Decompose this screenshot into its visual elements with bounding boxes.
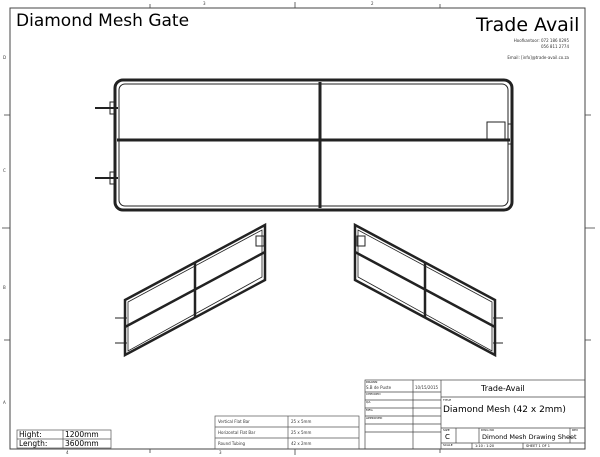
checked-label: CHECKED — [366, 392, 381, 396]
zone-label-top: 3 — [203, 1, 206, 6]
title-label: TITLE — [443, 398, 452, 402]
size-label: SIZE — [443, 428, 450, 432]
zone-label-left: C — [3, 168, 6, 173]
zone-label-left: A — [3, 400, 6, 405]
scale-value: 1:10 : 1:20 — [475, 444, 495, 448]
gate-iso-left — [115, 222, 267, 358]
company-email: Email: [info]@trade-avail.co.za — [507, 55, 569, 60]
material-size: 42 x 2mm — [291, 441, 312, 446]
company-phone-2: 056 811 2774 — [541, 44, 569, 49]
title-block-grid — [364, 379, 586, 450]
rev-label: REV — [572, 428, 579, 432]
dwg-no: Dimond Mesh Drawing Sheet — [482, 433, 577, 441]
material-size: 25 x 5mm — [291, 430, 312, 435]
dim-value-height: 1200mm — [65, 430, 99, 439]
dim-label-height: Hight: — [19, 430, 42, 439]
gate-front-view — [95, 78, 514, 212]
qa-label: QA — [366, 400, 371, 404]
company-name: Trade Avail — [476, 14, 580, 36]
material-name: Round Tubing — [218, 441, 246, 446]
drawn-date: 10/15/2015 — [415, 385, 439, 390]
sheet-border — [9, 7, 586, 450]
material-name: Vertical Flat Bar — [218, 419, 250, 424]
dim-label-length: Length: — [19, 439, 48, 448]
material-name: Horizontal Flat Bar — [218, 430, 256, 435]
material-size: 25 x 5mm — [291, 419, 312, 424]
drawing-title: Diamond Mesh Gate — [16, 11, 190, 31]
dims-table-grid — [16, 415, 360, 450]
gate-iso-right — [353, 222, 503, 358]
company-phone: Hoofkantoor: 072 186 0295 — [513, 38, 569, 43]
title-block-company: Trade-Avail — [481, 384, 525, 393]
dwg-label: DWG NO — [481, 428, 495, 432]
sheet-number: SHEET 1 OF 1 — [526, 444, 550, 448]
zone-ticks — [2, 2, 595, 455]
approved-label: APPROVED — [366, 416, 383, 420]
title-block-title: Diamond Mesh (42 x 2mm) — [443, 405, 566, 415]
zone-label-left: D — [3, 55, 7, 60]
mfg-label: MFG — [366, 408, 373, 412]
drawn-by: S.B de Puste — [366, 385, 392, 390]
zone-label-top: 2 — [371, 1, 374, 6]
scale-label: SCALE — [443, 443, 453, 447]
dim-value-length: 3600mm — [65, 439, 99, 448]
zone-label-left: B — [3, 285, 6, 290]
zone-label-bottom: 3 — [219, 450, 222, 455]
size-value: C — [445, 433, 450, 441]
drawn-label: DRAWN — [366, 380, 378, 384]
zone-label-bottom: 4 — [66, 450, 69, 455]
